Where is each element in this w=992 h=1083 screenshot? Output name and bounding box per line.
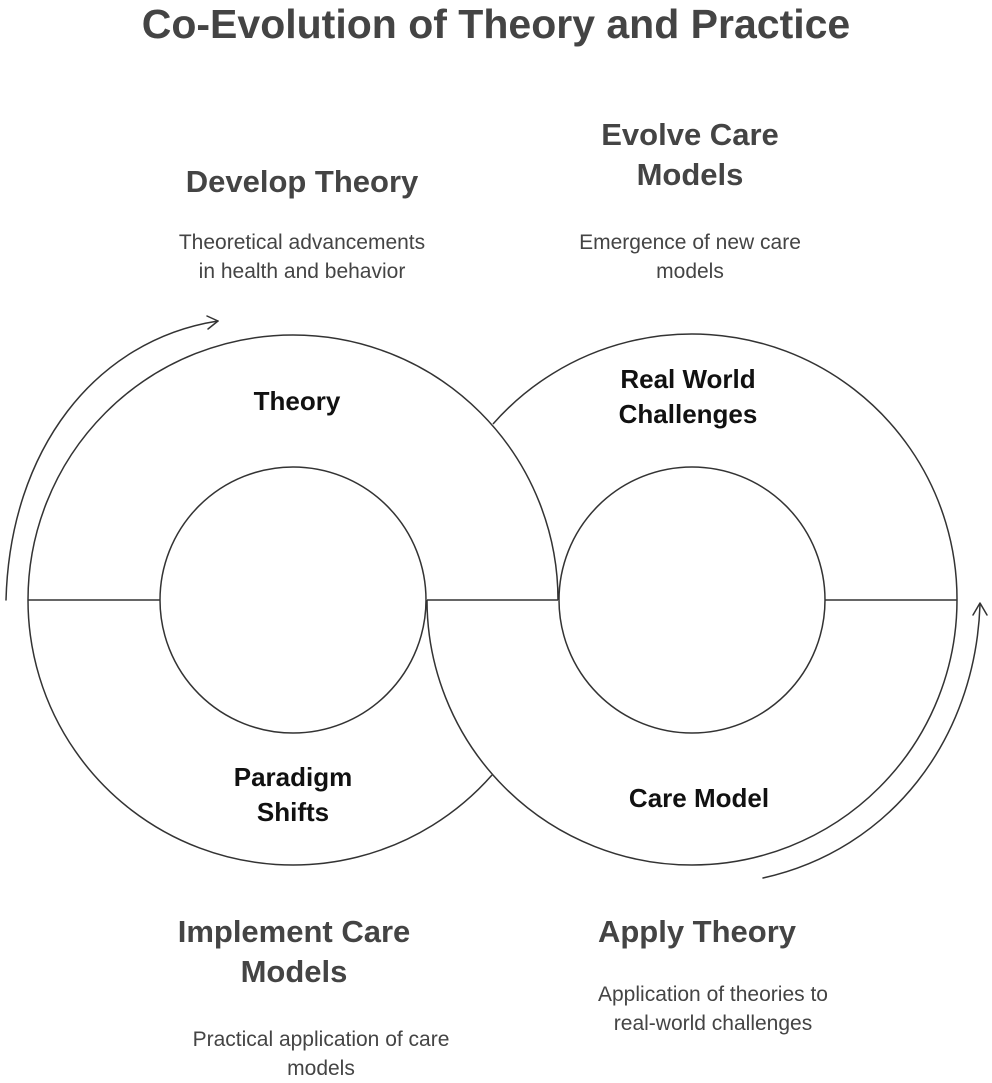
segment-theory: Theory [253,386,341,416]
heading-develop-theory: Develop Theory [185,164,419,199]
desc-evolve-care-models: Emergence of new care models [579,231,801,283]
left-ring-inner [159,466,427,734]
desc-implement-care-models: Practical application of care models [192,1028,450,1080]
right-ring-outer-lower [426,599,958,866]
right-ring-inner [558,466,826,734]
left-ring-outer-lower [27,599,493,866]
heading-apply-theory: Apply Theory [597,914,797,949]
heading-implement-care-models: Implement Care Models [177,914,411,989]
right-flow-arrow [762,604,981,879]
segment-real-world-challenges: Real World Challenges [618,364,758,429]
right-arrowhead-icon [972,602,988,616]
heading-evolve-care-models: Evolve Care Models [601,117,779,192]
segment-care-model: Care Model [628,783,770,813]
left-flow-arrow [5,320,219,601]
page-title: Co-Evolution of Theory and Practice [141,1,851,47]
desc-develop-theory: Theoretical advancements in health and b… [178,231,426,283]
segment-paradigm-shifts: Paradigm Shifts [233,762,353,827]
left-ring-outer-upper [27,334,559,601]
right-ring-outer-upper [492,333,958,601]
desc-apply-theory: Application of theories to real-world ch… [598,983,828,1035]
left-arrowhead-icon [206,315,219,330]
